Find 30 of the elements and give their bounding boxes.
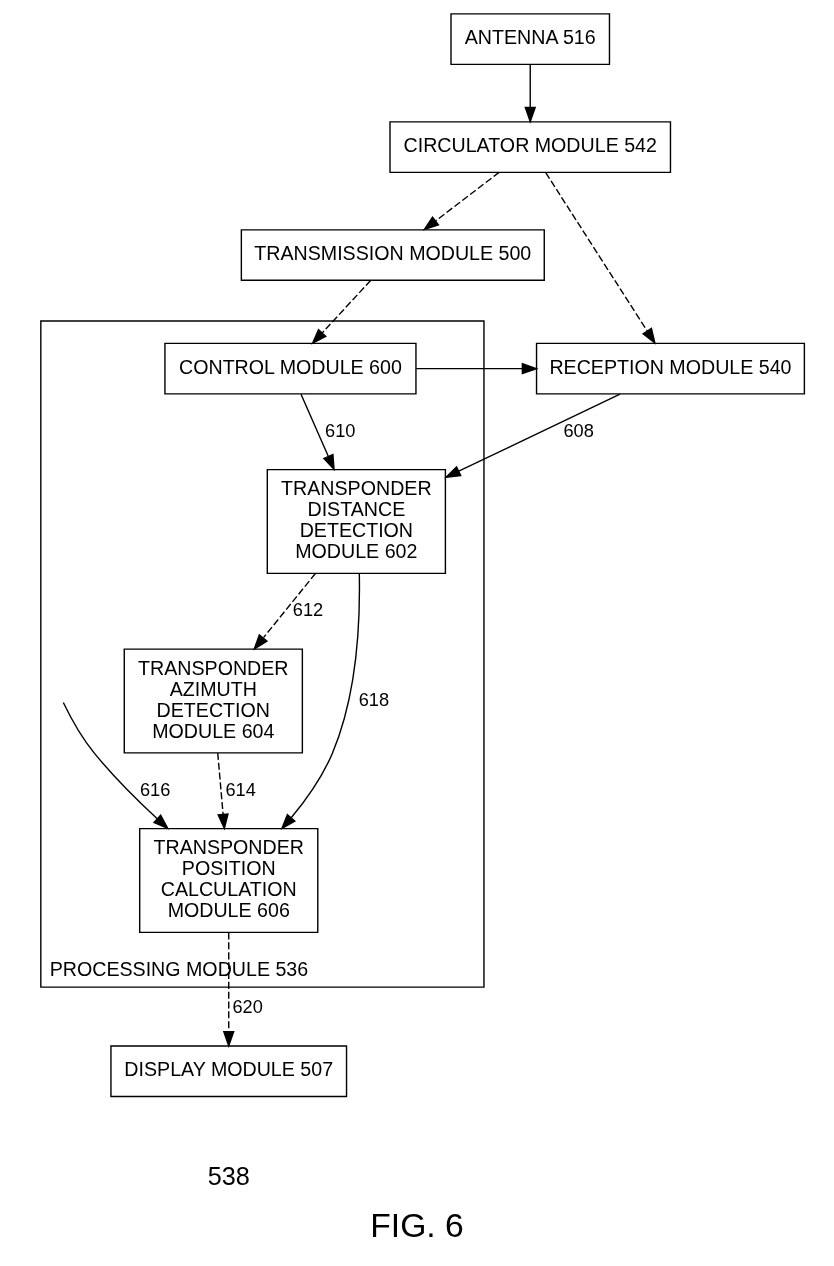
edge-label: 610 [325,419,356,441]
arrow [222,932,235,1048]
arrow [524,63,537,124]
arrow [422,171,500,231]
arrow [415,362,539,375]
edge-label: 620 [232,995,263,1017]
node-box: TRANSPONDER DISTANCE DETECTION MODULE 602 [266,468,447,575]
caption: FIG. 6 [370,1206,464,1244]
node-box: CIRCULATOR MODULE 542 [389,121,672,174]
label: 538 [207,1162,250,1191]
arrow [300,393,335,472]
node-box: ANTENNA 516 [450,13,611,66]
node-box: RECEPTION MODULE 540 [535,342,806,395]
edge-label: 612 [292,599,324,621]
node-box: CONTROL MODULE 600 [164,342,417,395]
arrow [444,393,621,479]
arrow [217,752,229,831]
edge-label: 616 [139,778,171,800]
arrow [252,572,317,651]
edge-label: 614 [225,778,256,800]
edge-label: 608 [563,419,594,441]
node-box: TRANSPONDER POSITION CALCULATION MODULE 606 [139,827,319,934]
arrow [280,572,361,831]
node-box: DISPLAY MODULE 507 [110,1045,348,1098]
arrow [545,172,656,345]
arrow [311,279,372,345]
node-box: TRANSMISSION MODULE 500 [240,229,545,281]
node-box: TRANSPONDER AZIMUTH DETECTION MODULE 604 [123,648,304,754]
edge-label: 618 [358,688,390,710]
arrow [62,701,170,830]
